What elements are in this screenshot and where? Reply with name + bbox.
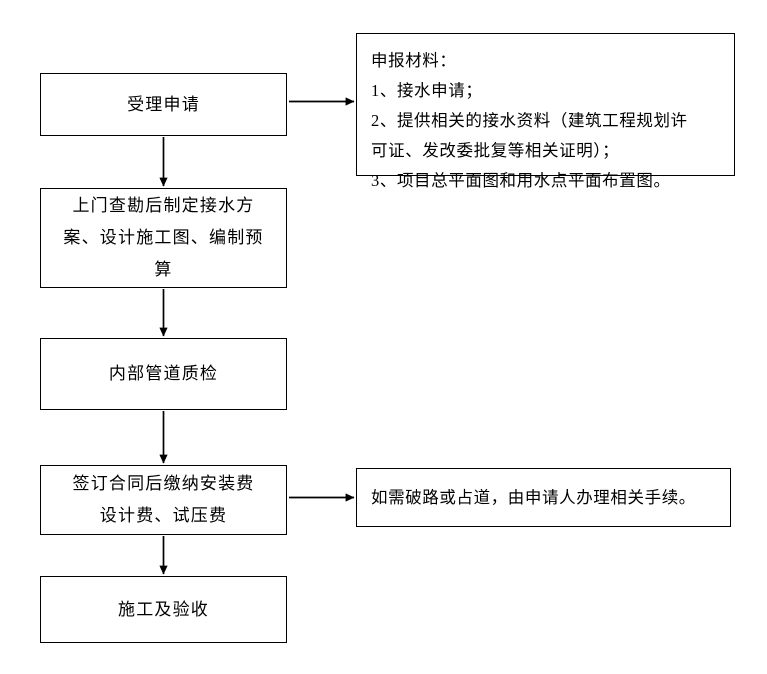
node-survey-design[interactable]: 上门查勘后制定接水方 案、设计施工图、编制预 算: [40, 188, 287, 288]
node-pipe-inspection[interactable]: 内部管道质检: [40, 338, 287, 410]
node-accept-application[interactable]: 受理申请: [40, 73, 287, 136]
node-road-permit[interactable]: 如需破路或占道，由申请人办理相关手续。: [356, 468, 731, 527]
node-construction-acceptance[interactable]: 施工及验收: [40, 576, 287, 643]
node-contract-fees[interactable]: 签订合同后缴纳安装费 设计费、试压费: [40, 465, 287, 535]
node-required-materials[interactable]: 申报材料： 1、接水申请； 2、提供相关的接水资料（建筑工程规划许 可证、发改委…: [356, 33, 735, 190]
